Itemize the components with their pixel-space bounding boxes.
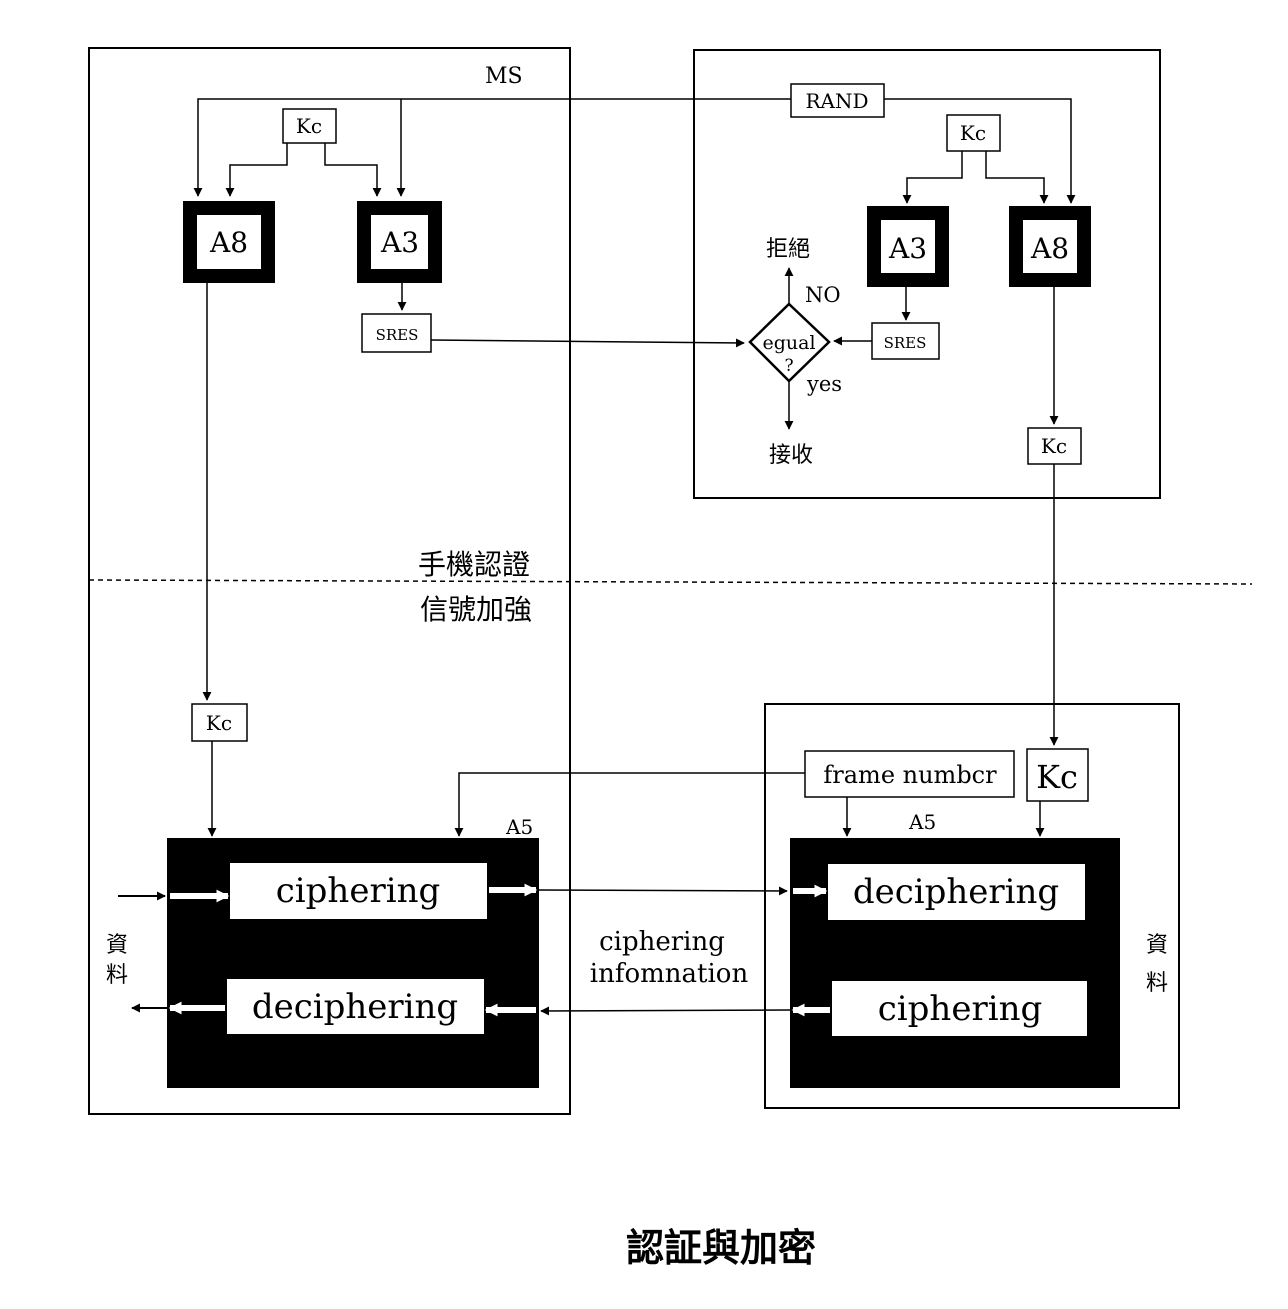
net-kc-label: Kc bbox=[960, 121, 986, 145]
net-kc-out-label: Kc bbox=[1041, 434, 1067, 458]
net-kc-out-box bbox=[1027, 427, 1082, 465]
ms-kc-label: Kc bbox=[296, 114, 322, 138]
section-lower-label: 信號加強 bbox=[420, 593, 532, 626]
ms-ciphering-box bbox=[230, 863, 487, 919]
net-sres-box bbox=[871, 322, 940, 360]
net-a8-box bbox=[1009, 206, 1091, 287]
ms-kc-line-right bbox=[324, 143, 382, 197]
bs-ciphering-label: ciphering bbox=[878, 989, 1043, 1029]
bs-data-char2: 料 bbox=[1146, 971, 1168, 996]
ciphering-info-line1: ciphering bbox=[599, 927, 725, 957]
ms-deciphering-label: deciphering bbox=[252, 987, 458, 1027]
base-station-frame bbox=[764, 703, 1180, 1109]
ms-a8-label: A8 bbox=[209, 226, 248, 259]
figure-caption: 認証與加密 bbox=[626, 1226, 816, 1270]
ms-ciphering-label: ciphering bbox=[276, 871, 441, 911]
frame-number-to-ms-a5 bbox=[454, 772, 805, 837]
ms-sres-box bbox=[361, 313, 432, 353]
accept-label: 接收 bbox=[769, 443, 813, 468]
compare-label-line2: ? bbox=[784, 356, 793, 376]
bs-kc-box bbox=[1026, 748, 1089, 802]
yes-label: yes bbox=[806, 372, 842, 396]
ms-data-char1: 資 bbox=[106, 933, 128, 958]
bs-data-char1: 資 bbox=[1146, 933, 1168, 958]
section-divider bbox=[88, 579, 1253, 585]
bs-a5-label: A5 bbox=[908, 810, 936, 834]
bs-kc-label: Kc bbox=[1036, 758, 1078, 796]
rand-line-right bbox=[884, 98, 1076, 204]
ms-a3-label: A3 bbox=[380, 226, 419, 259]
reject-label: 拒絕 bbox=[766, 237, 810, 262]
ms-a5-label: A5 bbox=[505, 815, 533, 839]
ms-data-char2: 料 bbox=[106, 963, 128, 988]
net-a3-box bbox=[867, 206, 949, 287]
ciphering-info-line2: infomnation bbox=[590, 959, 749, 989]
section-upper-label: 手機認證 bbox=[418, 548, 530, 581]
ms-kc-line-left bbox=[225, 143, 288, 197]
downlink-cipher-arrow bbox=[540, 1006, 791, 1016]
bs-deciphering-box bbox=[828, 864, 1085, 920]
net-kc-box bbox=[946, 114, 1001, 152]
rand-line-left bbox=[193, 98, 791, 197]
net-a3-label: A3 bbox=[888, 232, 927, 265]
compare-label-line1: egual bbox=[762, 332, 815, 354]
frame-number-box bbox=[804, 750, 1015, 798]
ms-kc-out-box bbox=[191, 703, 248, 742]
net-sres-label: SRES bbox=[884, 334, 927, 352]
ms-a8-box bbox=[183, 201, 275, 283]
ms-sres-to-compare bbox=[430, 338, 745, 348]
rand-label: RAND bbox=[805, 89, 868, 113]
network-frame bbox=[693, 49, 1161, 499]
no-label: NO bbox=[805, 283, 841, 307]
ms-sres-label: SRES bbox=[376, 326, 419, 344]
bs-deciphering-label: deciphering bbox=[853, 872, 1059, 912]
rand-box bbox=[790, 83, 885, 118]
ms-deciphering-box bbox=[227, 979, 484, 1034]
bs-ciphering-box bbox=[832, 981, 1087, 1036]
ms-kc-box bbox=[282, 108, 337, 144]
ms-label: MS bbox=[485, 64, 523, 89]
ms-a3-box bbox=[357, 201, 442, 283]
net-a8-label: A8 bbox=[1030, 232, 1069, 265]
uplink-cipher-arrow bbox=[538, 886, 788, 896]
net-kc-line-left bbox=[902, 151, 963, 204]
net-kc-line-right bbox=[985, 151, 1049, 204]
frame-number-label: frame numbcr bbox=[823, 761, 997, 789]
ms-kc-out-label: Kc bbox=[206, 711, 232, 735]
